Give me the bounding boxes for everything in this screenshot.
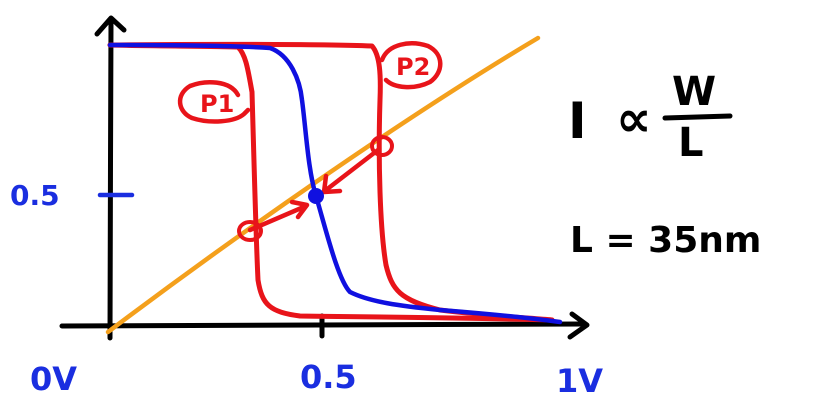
x-axis [59, 321, 587, 329]
x-end-label: 1V [556, 362, 603, 400]
callout-p2-label: P2 [396, 53, 430, 81]
callout-p1-label: P1 [200, 90, 234, 118]
proportionality-equation: I ∝ W L [568, 69, 733, 166]
callout-p2-bubble [379, 41, 443, 90]
fraction-denominator: L [678, 120, 704, 166]
current-symbol: I [568, 92, 587, 150]
origin-label: 0V [30, 360, 77, 398]
p1-intersection-marker [237, 220, 263, 242]
y-mid-label: 0.5 [10, 179, 60, 212]
fraction-bar [662, 113, 733, 121]
x-axis-arrowhead [567, 311, 590, 340]
y-axis-arrowhead [94, 15, 127, 37]
load-line [105, 35, 541, 335]
x-mid-label: 0.5 [300, 358, 357, 396]
axes [59, 15, 590, 341]
p2-intersection-marker [370, 135, 394, 157]
length-equation: L = 35nm [570, 220, 761, 261]
arrow-from-right-head [321, 173, 343, 195]
arrow-from-right [323, 147, 381, 193]
y-axis [107, 19, 114, 341]
callout-p1: P1 [177, 80, 251, 124]
equilibrium-point [308, 188, 324, 204]
fraction-numerator: W [672, 69, 716, 115]
callout-p1-bubble [177, 80, 251, 124]
proportional-symbol: ∝ [616, 90, 652, 148]
callout-p2: P2 [379, 41, 443, 90]
arrow-from-left-head [289, 199, 310, 220]
